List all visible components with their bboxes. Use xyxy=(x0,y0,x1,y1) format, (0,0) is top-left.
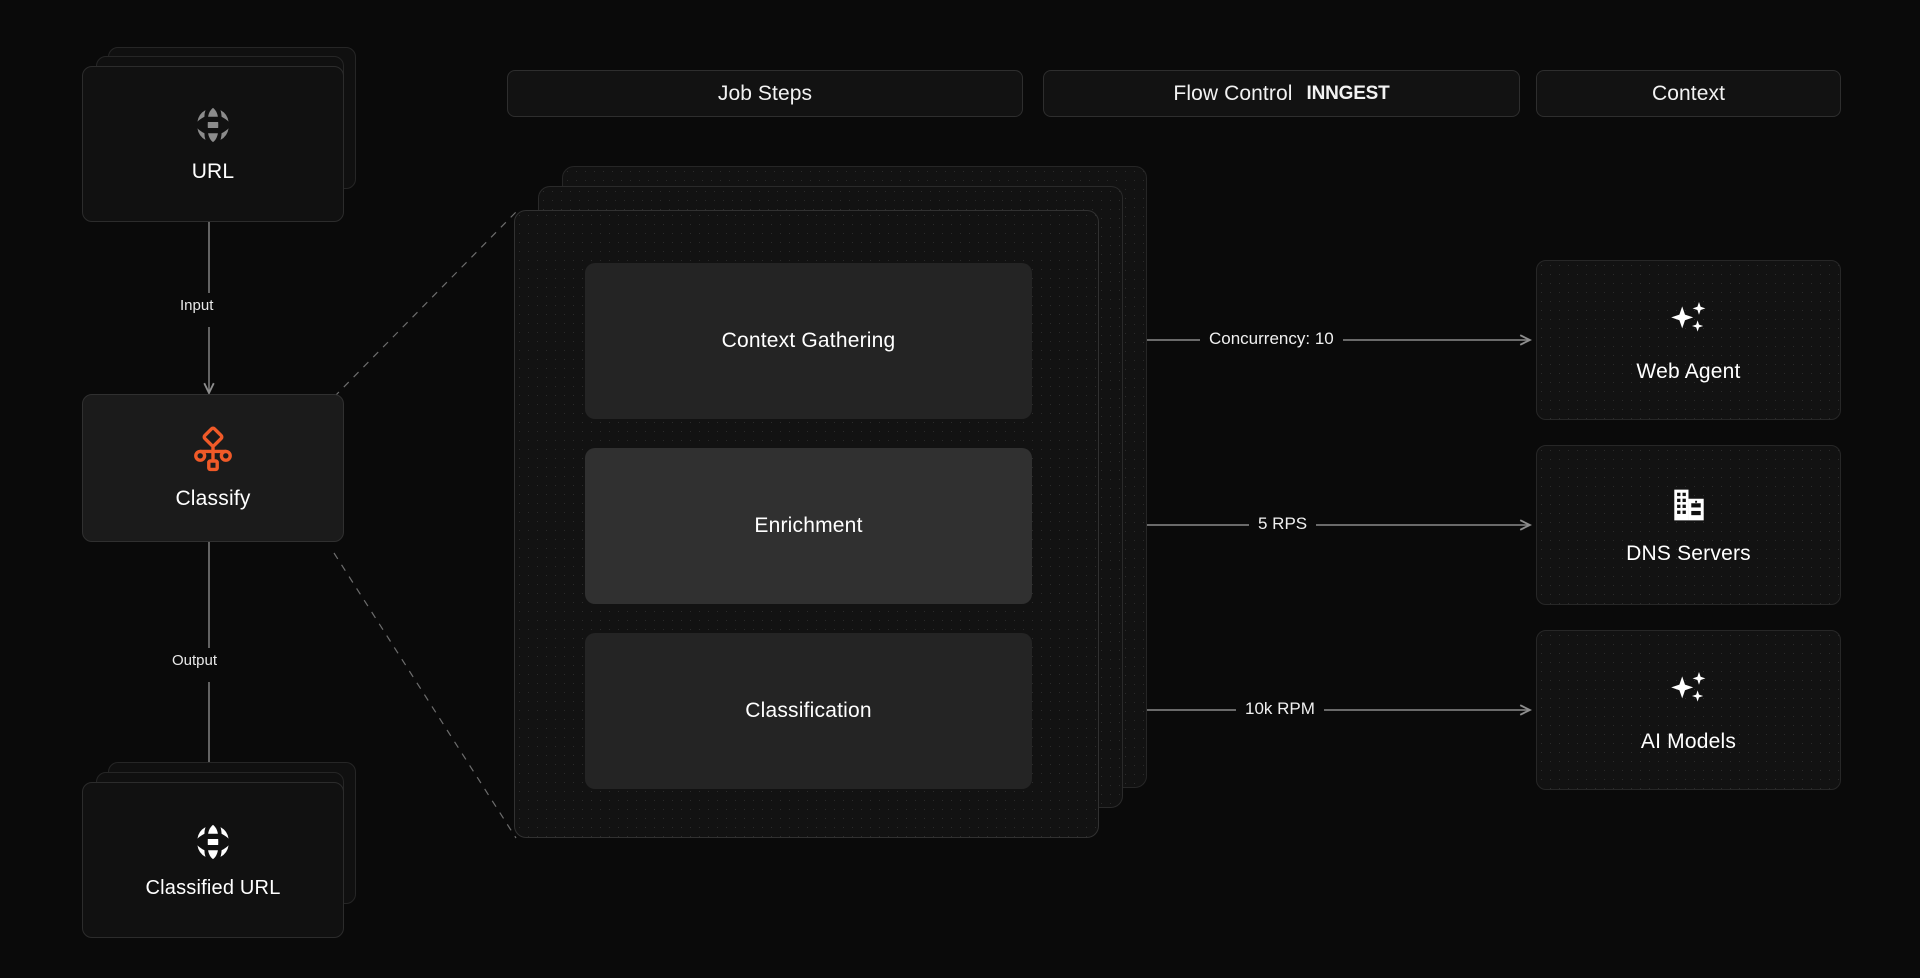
flow-label-rpm: 10k RPM xyxy=(1236,699,1324,719)
building-icon xyxy=(1668,484,1710,526)
job-step-enrichment[interactable]: Enrichment xyxy=(585,448,1032,604)
node-classify-label: Classify xyxy=(175,487,251,510)
globe-icon xyxy=(192,104,234,146)
header-pill-label: Flow Control xyxy=(1173,81,1293,105)
job-panel-front[interactable]: Context Gathering Enrichment Classificat… xyxy=(514,210,1099,838)
header-pill-job-steps[interactable]: Job Steps xyxy=(507,70,1023,117)
classify-workflow-icon xyxy=(189,425,237,473)
job-step-context-gathering[interactable]: Context Gathering xyxy=(585,263,1032,419)
job-step-label: Context Gathering xyxy=(721,329,896,352)
context-card-label: DNS Servers xyxy=(1626,542,1751,565)
node-url-label: URL xyxy=(191,160,235,183)
context-card-label: Web Agent xyxy=(1636,360,1741,383)
globe-icon xyxy=(192,821,234,863)
header-pill-flow-control[interactable]: Flow Control INNGEST xyxy=(1043,70,1520,117)
flow-label-rps: 5 RPS xyxy=(1249,514,1317,534)
job-step-label: Enrichment xyxy=(754,514,863,537)
node-classified-url-label: Classified URL xyxy=(145,876,281,899)
sparkles-icon xyxy=(1665,666,1713,714)
header-pill-context[interactable]: Context xyxy=(1536,70,1841,117)
inngest-brand-label: INNGEST xyxy=(1306,82,1390,104)
context-card-web-agent[interactable]: Web Agent xyxy=(1536,260,1841,420)
header-pill-label: Context xyxy=(1651,81,1726,105)
context-card-label: AI Models xyxy=(1640,730,1737,753)
node-classified-url[interactable]: Classified URL xyxy=(82,782,344,938)
flow-label-concurrency: Concurrency: 10 xyxy=(1200,329,1343,349)
node-url[interactable]: URL xyxy=(82,66,344,222)
sparkles-icon xyxy=(1665,296,1713,344)
header-pill-label: Job Steps xyxy=(717,81,813,105)
context-card-ai-models[interactable]: AI Models xyxy=(1536,630,1841,790)
job-step-label: Classification xyxy=(745,699,872,722)
node-classify[interactable]: Classify xyxy=(82,394,344,542)
edge-label-input: Input xyxy=(172,297,222,314)
context-card-dns-servers[interactable]: DNS Servers xyxy=(1536,445,1841,605)
edge-label-output: Output xyxy=(164,652,226,669)
job-step-classification[interactable]: Classification xyxy=(585,633,1032,789)
